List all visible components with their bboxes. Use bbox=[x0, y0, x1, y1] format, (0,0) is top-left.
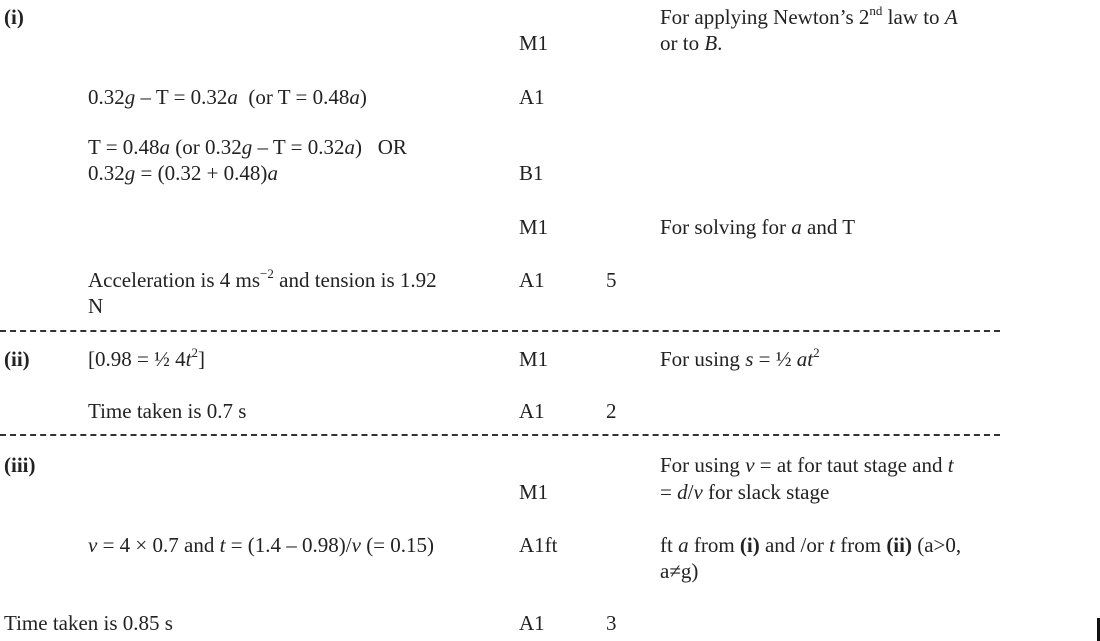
part-label-ii: (ii) bbox=[4, 347, 30, 371]
working-i-3-line2: 0.32g = (0.32 + 0.48)a bbox=[88, 161, 278, 185]
working-iii-3: Time taken is 0.85 s bbox=[4, 611, 173, 635]
separator-dashed bbox=[0, 434, 1000, 436]
total-iii: 3 bbox=[606, 611, 617, 635]
mark-i-1: M1 bbox=[519, 31, 549, 55]
comment-i-4: For solving for a and T bbox=[660, 215, 856, 239]
comment-ii-1: For using s = ½ at2 bbox=[660, 345, 820, 371]
comment-iii-1-line2: = d/v for slack stage bbox=[660, 480, 830, 504]
comment-iii-2-line2: a≠g) bbox=[660, 559, 699, 583]
comment-iii-1-line1: For using v = at for taut stage and t bbox=[660, 453, 954, 477]
separator-dashed bbox=[0, 330, 1000, 332]
part-label-i: (i) bbox=[4, 5, 24, 29]
comment-iii-2-line1: ft a from (i) and /or t from (ii) (a>0, bbox=[660, 533, 962, 557]
comment-i-1-line2: or to B. bbox=[660, 31, 723, 55]
working-i-2: 0.32g – T = 0.32a (or T = 0.48a) bbox=[88, 85, 367, 109]
mark-i-3: B1 bbox=[519, 161, 544, 185]
mark-ii-1: M1 bbox=[519, 347, 549, 371]
total-ii: 2 bbox=[606, 399, 617, 423]
part-label-iii: (iii) bbox=[4, 453, 36, 477]
mark-ii-2: A1 bbox=[519, 399, 545, 423]
mark-iii-2: A1ft bbox=[519, 533, 558, 557]
working-iii-2: v = 4 × 0.7 and t = (1.4 – 0.98)/v (= 0.… bbox=[88, 533, 435, 557]
mark-iii-3: A1 bbox=[519, 611, 545, 635]
working-ii-1: [0.98 = ½ 4t2] bbox=[88, 345, 205, 371]
working-i-3-line1: T = 0.48a (or 0.32g – T = 0.32a) OR bbox=[88, 135, 407, 159]
comment-i-1-line1: For applying Newton’s 2nd law to A bbox=[660, 3, 958, 29]
mark-i-2: A1 bbox=[519, 85, 545, 109]
mark-i-4: M1 bbox=[519, 215, 549, 239]
text-cursor-bar bbox=[1097, 618, 1100, 641]
working-ii-2: Time taken is 0.7 s bbox=[88, 399, 247, 423]
working-i-5-line1: Acceleration is 4 ms−2 and tension is 1.… bbox=[88, 266, 437, 292]
working-i-5-line2: N bbox=[88, 294, 104, 318]
mark-iii-1: M1 bbox=[519, 480, 549, 504]
total-i: 5 bbox=[606, 268, 617, 292]
mark-i-5: A1 bbox=[519, 268, 545, 292]
